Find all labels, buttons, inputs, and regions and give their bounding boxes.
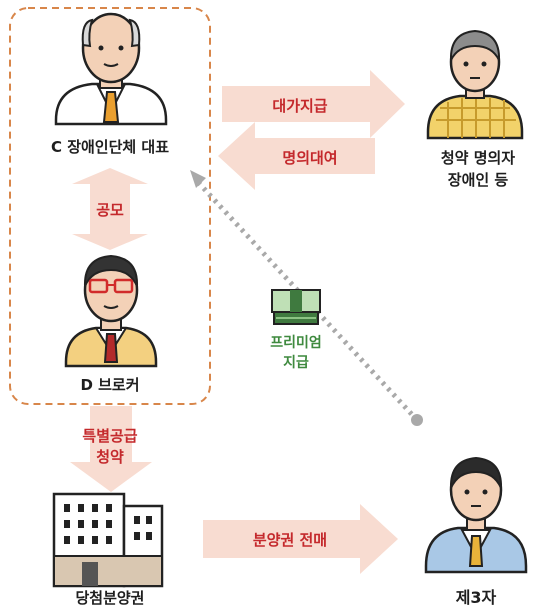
special-label-line2: 청약 — [96, 448, 124, 466]
premium-label-line1: 프리미엄 — [270, 335, 322, 351]
special-label-line1: 특별공급 — [82, 427, 138, 445]
won-unit-label: 당첨분양권 — [75, 589, 145, 607]
nominee-label-line1: 청약 명의자 — [440, 149, 516, 167]
conspire-arrow — [72, 168, 148, 250]
conspire-label: 공모 — [96, 201, 124, 219]
special-arrow — [70, 406, 152, 492]
lend-label: 명의대여 — [282, 149, 338, 167]
nominee-label-line2: 장애인 등 — [447, 171, 509, 189]
building-icon — [52, 492, 164, 588]
premium-arrowhead — [190, 170, 206, 188]
nominee-figure-icon — [426, 29, 524, 140]
third-party-label: 제3자 — [455, 588, 497, 607]
money-icon — [271, 289, 321, 325]
resale-arrow — [203, 504, 398, 574]
lend-arrow — [218, 122, 375, 190]
pay-arrow — [222, 70, 405, 138]
broker-figure-icon — [64, 254, 158, 368]
premium-line-dot — [411, 414, 423, 426]
pay-label: 대가지급 — [272, 97, 328, 115]
group-box — [9, 7, 211, 405]
broker-label: D 브로커 — [80, 376, 140, 394]
c-rep-figure-icon — [54, 12, 168, 126]
resale-label: 분양권 전매 — [252, 531, 328, 549]
third-party-figure-icon — [424, 456, 528, 574]
c-rep-label: C 장애인단체 대표 — [50, 138, 170, 156]
premium-label-line2: 지급 — [283, 355, 309, 371]
